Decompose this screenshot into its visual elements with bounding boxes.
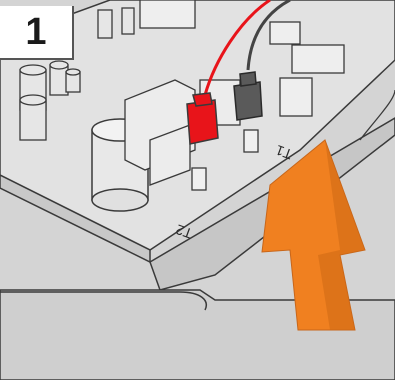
terminal-label-t2: T2: [173, 221, 194, 242]
red-spade-connector-icon: [186, 92, 219, 145]
up-arrow-icon: [261, 139, 366, 331]
housing-curve: [359, 89, 395, 141]
step-number-badge: 1: [0, 6, 74, 60]
terminal-tabs: [191, 129, 259, 191]
tray-fold: [0, 291, 207, 311]
small-capacitors: [19, 7, 135, 141]
top-header-connectors: [139, 0, 345, 117]
black-spade-connector-icon: [233, 71, 263, 121]
terminal-label-t1: T1: [273, 142, 294, 163]
black-wire: [246, 0, 291, 71]
red-wire: [203, 0, 271, 96]
